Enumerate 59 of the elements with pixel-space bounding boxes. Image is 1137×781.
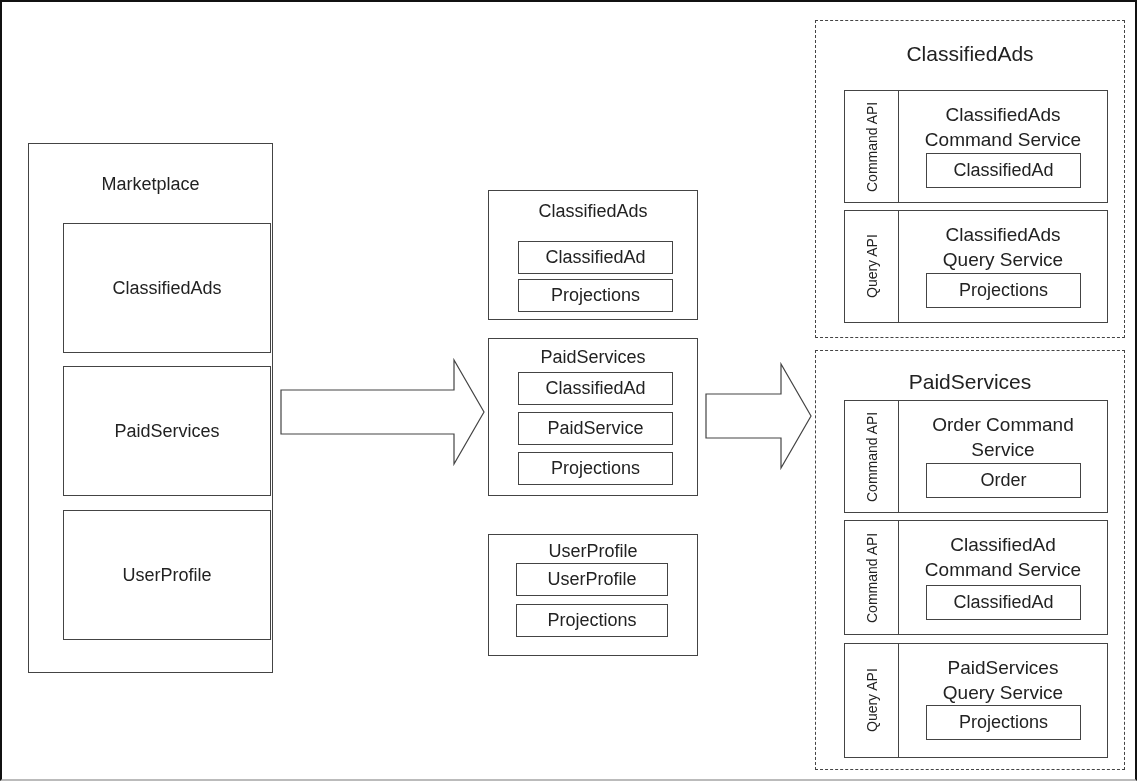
box-title: ClassifiedAds <box>905 41 1035 67</box>
box-title: Marketplace <box>100 174 201 196</box>
component-box <box>63 510 271 640</box>
box-label: PaidServices <box>114 419 220 443</box>
service-title: ClassifiedAds Command Service <box>923 103 1083 152</box>
api-label: Command API <box>845 91 899 202</box>
container-box <box>815 350 1125 770</box>
component-box <box>518 412 673 445</box>
component-box <box>926 705 1081 740</box>
container-box <box>488 190 698 320</box>
service-box <box>844 210 1108 323</box>
api-label: Command API <box>845 401 899 512</box>
component-box <box>926 585 1081 620</box>
component-box <box>518 279 673 312</box>
box-title: UserProfile <box>547 541 639 563</box>
service-title: ClassifiedAd Command Service <box>923 533 1083 582</box>
component-box <box>516 604 668 637</box>
service-box <box>844 643 1108 758</box>
service-box <box>844 520 1108 635</box>
box-label: Projections <box>958 711 1048 734</box>
component-box <box>63 223 271 353</box>
component-box <box>518 241 673 274</box>
box-title: ClassifiedAds <box>537 201 649 223</box>
box-label: Projections <box>958 279 1048 302</box>
box-label: UserProfile <box>547 568 637 591</box>
box-label: PaidService <box>547 417 644 440</box>
box-label: ClassifiedAd <box>545 246 646 269</box>
container-box <box>488 338 698 496</box>
service-title: Order Command Service <box>931 413 1075 462</box>
component-box <box>518 452 673 485</box>
api-label: Query API <box>845 644 899 757</box>
box-label: Projections <box>550 284 640 307</box>
box-label: Projections <box>550 457 640 480</box>
block-arrow <box>705 361 812 471</box>
service-box <box>844 90 1108 203</box>
box-label: Projections <box>547 609 637 632</box>
box-label: UserProfile <box>122 563 212 587</box>
component-box <box>926 273 1081 308</box>
container-box <box>488 534 698 656</box>
container-box <box>28 143 273 673</box>
component-box <box>516 563 668 596</box>
block-arrow <box>280 357 485 467</box>
service-title: PaidServices Query Service <box>941 656 1065 705</box>
box-title: PaidServices <box>539 347 647 369</box>
component-box <box>926 153 1081 188</box>
service-box <box>844 400 1108 513</box>
component-box <box>63 366 271 496</box>
box-label: ClassifiedAd <box>953 591 1054 614</box>
api-label: Command API <box>845 521 899 634</box>
component-box <box>926 463 1081 498</box>
component-box <box>518 372 673 405</box>
box-title: PaidServices <box>907 369 1033 395</box>
service-title: ClassifiedAds Query Service <box>941 223 1065 272</box>
box-label: ClassifiedAd <box>953 159 1054 182</box>
box-label: ClassifiedAd <box>545 377 646 400</box>
api-label: Query API <box>845 211 899 322</box>
box-label: ClassifiedAds <box>112 276 222 300</box>
container-box <box>815 20 1125 338</box>
box-label: Order <box>980 469 1027 492</box>
